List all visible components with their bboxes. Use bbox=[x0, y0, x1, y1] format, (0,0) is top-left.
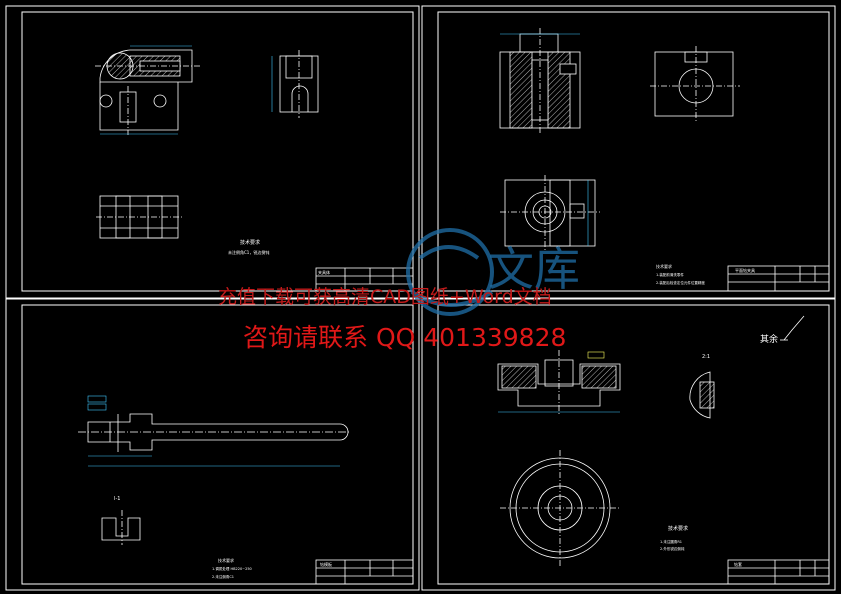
sheet-top-left-notes-title: 技术要求 bbox=[240, 239, 260, 246]
sheet-bottom-right-notes-title: 技术要求 bbox=[668, 525, 688, 532]
sheet-top-right-note-1: 1.装配前清洗零件 bbox=[656, 272, 684, 277]
sheet-bottom-right-title-block: 钻套 bbox=[734, 561, 742, 567]
sheet-top-right bbox=[499, 28, 830, 292]
watermark-line-2: 咨询请联系 QQ 401339828 bbox=[243, 323, 567, 352]
sheet-bottom-right-corner-text: 其余 bbox=[760, 333, 778, 345]
sheet-bottom-right-scale-label: 2:1 bbox=[702, 354, 710, 360]
sheet-top-right-title-block: 平面钻夹具 bbox=[735, 267, 755, 273]
sheet-top-left-note: 未注倒角C1，锐边倒钝 bbox=[228, 249, 269, 255]
sheet-bottom-left-section-label: I-1 bbox=[114, 496, 120, 502]
sheet-top-right-notes-title: 技术要求 bbox=[656, 263, 672, 269]
sheet-top-left-title-block: 夹具体 bbox=[318, 269, 330, 275]
watermark-line-1: 充值下载可获高清CAD图纸+Word文档 bbox=[218, 286, 552, 308]
watermark-logo-text: 文库 bbox=[488, 242, 580, 296]
sheet-bottom-right-note-2: 2.外形锐边倒钝 bbox=[660, 546, 685, 551]
sheet-bottom-left-note-2: 2.未注倒角C1 bbox=[212, 574, 234, 579]
sheet-bottom-right-note-1: 1.未注圆角R1 bbox=[660, 539, 682, 544]
watermark-logo-icon bbox=[406, 228, 494, 316]
sheet-bottom-left bbox=[78, 395, 414, 585]
sheet-bottom-left-notes-title: 技术要求 bbox=[218, 557, 234, 563]
sheet-top-left bbox=[95, 45, 414, 292]
sheet-bottom-left-note-1: 1.调质处理 HB220~250 bbox=[212, 566, 252, 571]
sheet-bottom-right bbox=[497, 315, 830, 585]
sheet-borders bbox=[5, 5, 836, 591]
sheet-top-right-note-2: 2.装配后检查定位元件位置精度 bbox=[656, 280, 705, 285]
sheet-bottom-left-title-block: 钻模板 bbox=[320, 561, 332, 567]
